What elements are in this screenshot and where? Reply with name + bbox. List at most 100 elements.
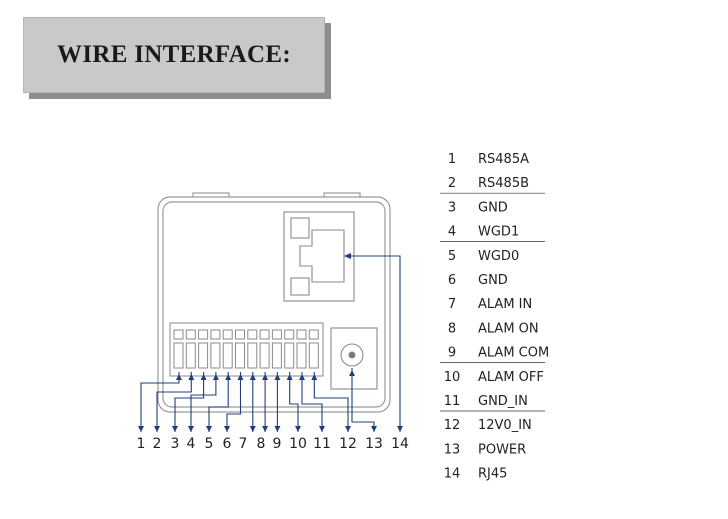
terminal-slot xyxy=(271,342,282,369)
terminal-slot xyxy=(259,342,270,369)
wire-arrow xyxy=(237,374,244,380)
pin-number-label: 13 xyxy=(365,436,383,452)
wire-arrow xyxy=(200,374,207,380)
wire-arrow xyxy=(274,374,281,380)
terminal-top xyxy=(198,329,209,340)
pin-table-row: 11 GND_IN xyxy=(440,394,545,412)
wire-arrow xyxy=(188,374,195,380)
wire-lead xyxy=(208,372,229,432)
pin-number-label: 2 xyxy=(153,436,162,452)
wire-arrow xyxy=(225,374,232,380)
terminal-slot xyxy=(296,342,307,369)
wire-lead xyxy=(350,255,401,432)
pin-table-number: 14 xyxy=(444,467,461,482)
pin-table-name: RJ45 xyxy=(478,467,507,482)
wire-lead xyxy=(313,372,349,432)
wire-arrow xyxy=(349,370,355,376)
pin-table-number: 2 xyxy=(448,176,456,191)
pin-table-number: 3 xyxy=(448,200,456,215)
pin-table-row: 12 12V0_IN xyxy=(444,418,532,433)
wire-arrow xyxy=(224,426,230,432)
terminal-slot xyxy=(235,342,245,369)
wire-arrow xyxy=(274,426,281,432)
wire-arrow xyxy=(249,426,256,432)
pin-number-label: 4 xyxy=(187,436,196,452)
pin-table-number: 9 xyxy=(448,346,456,361)
terminal-block xyxy=(169,322,324,377)
terminal-top xyxy=(296,329,307,340)
pin-table-name: GND xyxy=(478,200,508,215)
wire-arrow xyxy=(262,374,269,380)
pin-table-number: 6 xyxy=(448,273,456,288)
pin-table-number: 8 xyxy=(448,321,456,336)
pin-table-name: ALAM IN xyxy=(478,297,532,312)
terminal-slot xyxy=(222,342,233,369)
wire-leads xyxy=(138,253,403,432)
pin-table-name: ALAM ON xyxy=(478,321,539,336)
terminal-slot xyxy=(308,342,319,369)
pin-table-number: 5 xyxy=(448,249,456,264)
pin-table-number: 11 xyxy=(444,394,461,409)
wire-arrow xyxy=(206,426,212,432)
wire-arrow xyxy=(295,426,301,432)
terminal-slot xyxy=(210,342,221,369)
wire-arrow xyxy=(299,374,305,380)
wire-arrow xyxy=(212,374,219,380)
wire-arrow xyxy=(319,426,325,432)
pin-number-label: 7 xyxy=(239,436,248,452)
wire-arrow xyxy=(345,426,351,432)
terminal-top xyxy=(247,329,258,340)
pin-table-name: RS485B xyxy=(478,176,529,191)
pin-number-label: 14 xyxy=(391,436,409,452)
wire-arrow xyxy=(172,426,178,432)
terminal-top xyxy=(222,329,233,340)
terminal-top xyxy=(235,329,245,340)
wire-arrow xyxy=(286,374,293,380)
wire-arrow xyxy=(249,374,256,380)
pin-table-name: WGD0 xyxy=(478,249,519,264)
wire-lead xyxy=(190,372,217,432)
wire-arrow xyxy=(176,374,182,380)
pin-table-row: 14 RJ45 xyxy=(444,467,508,482)
pin-table-row: 5 WGD0 xyxy=(448,249,519,264)
pin-number-label: 6 xyxy=(223,436,232,452)
terminal-top xyxy=(308,329,319,340)
wire-lead xyxy=(226,372,242,432)
pin-table-name: 12V0_IN xyxy=(478,418,532,433)
terminal-slot xyxy=(247,342,258,369)
pin-number-label: 10 xyxy=(289,436,307,452)
wire-lead xyxy=(301,372,323,432)
wire-arrow xyxy=(262,426,269,432)
terminal-top xyxy=(173,329,184,340)
wire-arrow xyxy=(154,426,160,432)
pin-number-label: 8 xyxy=(257,436,266,452)
pin-number-label: 5 xyxy=(205,436,214,452)
pin-table-row: 2 RS485B xyxy=(440,176,545,194)
terminal-slot xyxy=(198,342,209,369)
pin-number-label: 3 xyxy=(171,436,180,452)
terminal-top xyxy=(284,329,295,340)
pin-table-name: GND_IN xyxy=(478,394,528,409)
pin-number-label: 9 xyxy=(273,436,282,452)
power-jack xyxy=(330,327,378,390)
pin-table-name: GND xyxy=(478,273,508,288)
pin-table-name: ALAM OFF xyxy=(478,370,544,385)
terminal-slot xyxy=(173,342,184,369)
pin-table-number: 13 xyxy=(444,442,461,457)
terminal-slot xyxy=(185,342,196,369)
device-body xyxy=(157,192,391,413)
terminal-top xyxy=(210,329,221,340)
pin-table-number: 12 xyxy=(444,418,461,433)
wire-arrow xyxy=(371,426,377,432)
pin-number-label: 12 xyxy=(339,436,357,452)
wire-arrow xyxy=(344,253,351,259)
pin-table-row: 8 ALAM ON xyxy=(448,321,539,336)
